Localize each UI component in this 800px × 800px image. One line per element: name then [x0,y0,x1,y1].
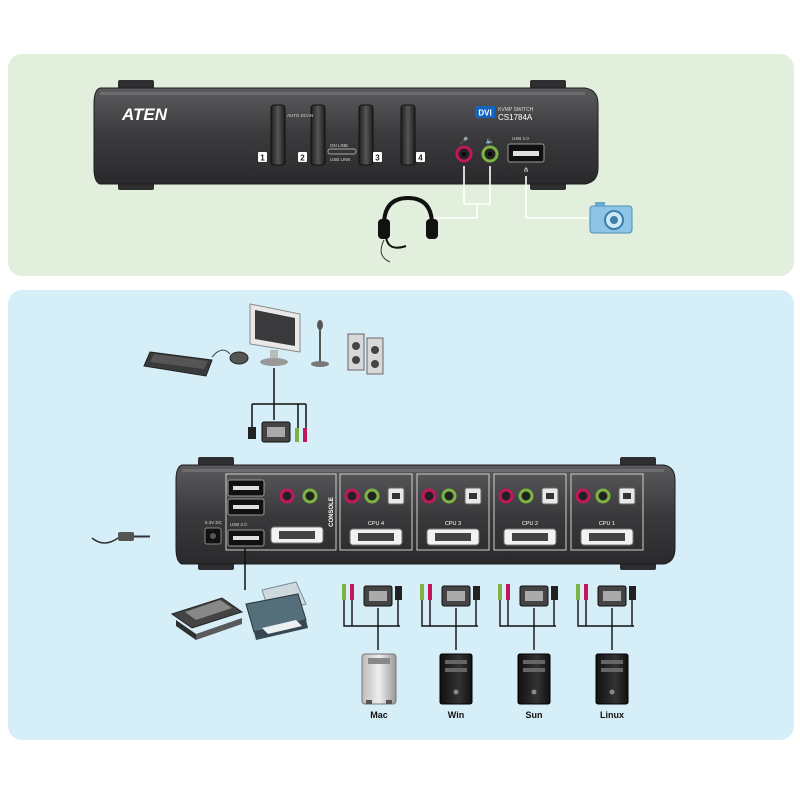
sun-computer-icon [517,653,551,705]
cpu3-mic-jack[interactable] [421,488,437,504]
microphone-icon: 🎤 [460,136,469,145]
cpu-port-group-4: CPU 4 [339,473,413,551]
cpu4-mic-jack[interactable] [344,488,360,504]
port-button-4[interactable] [400,104,416,166]
front-usb-label: USB 2.0 [512,136,529,141]
printer-icon [245,581,308,640]
microphone-stand-icon [311,320,329,367]
kvm-front-unit [93,80,599,190]
console-mic-jack[interactable] [279,488,295,504]
computer-cable-bundles [342,584,636,650]
brand-logo: ATEN [121,105,168,124]
mac-computer-icon [361,653,397,705]
card-reader-icon [170,597,244,640]
win-computer-icon [439,653,473,705]
speakers-icon [347,333,384,375]
cpu2-mic-jack[interactable] [498,488,514,504]
port-number-3: 3 [375,154,380,163]
cpu1-label: CPU 1 [599,521,615,527]
keyboard-icon [143,351,213,377]
cpu4-speaker-jack[interactable] [364,488,380,504]
usb-link-label: USB LINK [330,157,351,162]
dvi-badge [475,106,495,118]
model-number: CS1784A [498,113,533,122]
console-section-frame [225,473,337,551]
computer-label-win: Win [447,710,465,720]
port-button-3[interactable] [358,104,374,166]
camera-icon [589,202,633,234]
port-selection-buttons: 1 2 3 4 [258,104,425,166]
port-number-2: 2 [300,154,305,163]
cpu1-mic-jack[interactable] [575,488,591,504]
rear-usb-label: USB 2.0 [230,522,247,527]
usb-symbol-icon: ⋔ [523,166,529,174]
power-adapter-icon [91,532,150,544]
power-label: 5.3V DC [205,520,223,525]
port-number-4: 4 [418,154,423,163]
port-number-1: 1 [260,154,265,163]
console-speaker-jack[interactable] [302,488,318,504]
console-label: CONSOLE [329,497,335,527]
cpu3-speaker-jack[interactable] [441,488,457,504]
product-subtitle: KVMP SWITCH [498,107,534,113]
speaker-icon: 🔈 [486,137,495,145]
dvi-badge-text: DVI [478,109,491,118]
port-button-2[interactable] [310,104,326,166]
front-audio-jacks: 🎤 🔈 [455,136,499,163]
computer-label-linux: Linux [600,710,624,720]
cpu-port-group-2: CPU 2 [493,473,567,551]
auto-scan-label: AUTO SCAN [287,113,313,118]
cpu1-speaker-jack[interactable] [595,488,611,504]
monitor-icon [249,303,301,366]
headset-icon [378,195,438,263]
port-button-1[interactable] [270,104,286,166]
mouse-icon [211,349,249,365]
front-connection-lines [432,166,588,219]
cpu4-label: CPU 4 [368,521,384,527]
cpu3-label: CPU 3 [445,521,461,527]
computer-label-mac: Mac [370,710,388,720]
cpu2-label: CPU 2 [522,521,538,527]
computer-label-sun: Sun [525,710,543,720]
cpu2-speaker-jack[interactable] [518,488,534,504]
console-cable-bundle [248,368,307,443]
linux-computer-icon [595,653,629,705]
cpu-port-group-1: CPU 1 [570,473,644,551]
online-label: ON LINE [330,143,348,148]
cpu-port-group-3: CPU 3 [416,473,490,551]
